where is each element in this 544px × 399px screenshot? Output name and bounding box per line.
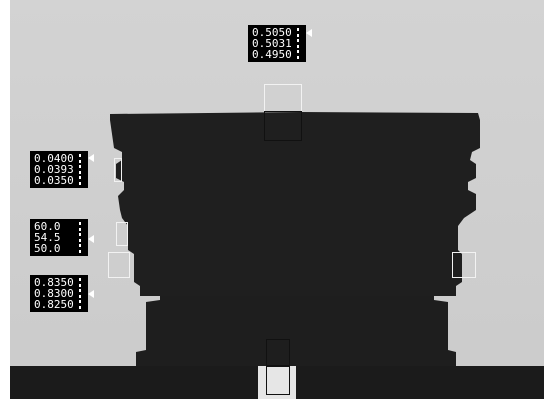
- gauge-lower-limit: 50.0: [34, 242, 61, 255]
- base-flange: [136, 292, 456, 366]
- roi-right-diameter[interactable]: [452, 252, 476, 278]
- gauge-upper-limit: 0.8350: [34, 276, 74, 289]
- roi-angle[interactable]: [116, 222, 128, 246]
- gauge-pointer-icon: [88, 235, 94, 244]
- gauge-current-value: 0.0393: [34, 163, 74, 176]
- gauge-upper-limit: 60.0: [34, 220, 61, 233]
- gauge-lower-limit: 0.4950: [252, 48, 292, 61]
- scale-tick: [78, 221, 84, 232]
- gauge-groove-width[interactable]: 0.0400 0.0393 0.0350: [30, 151, 94, 188]
- gauge-current-value: 0.8300: [34, 287, 74, 300]
- scale-tick: [78, 232, 84, 243]
- scale-tick: [78, 288, 84, 299]
- scale-tick: [296, 49, 302, 60]
- gauge-pointer-icon: [306, 29, 312, 38]
- gauge-chamfer-angle[interactable]: 60.0 54.5 50.0: [30, 219, 94, 256]
- scale-tick: [78, 164, 84, 175]
- scale-tick: [78, 153, 84, 164]
- gauge-upper-limit: 0.5050: [252, 26, 292, 39]
- part-body: [110, 112, 480, 296]
- roi-top-upper[interactable]: [264, 84, 302, 112]
- roi-bottom-lower[interactable]: [266, 365, 290, 395]
- scale-tick: [78, 299, 84, 310]
- roi-groove[interactable]: [114, 158, 122, 182]
- roi-left-diameter[interactable]: [108, 252, 130, 278]
- gauge-current-value: 0.5031: [252, 37, 292, 50]
- gauge-current-value: 54.5: [34, 231, 61, 244]
- gauge-upper-limit: 0.0400: [34, 152, 74, 165]
- part-silhouette: [10, 112, 544, 399]
- gauge-base-diameter[interactable]: 0.8350 0.8300 0.8250: [30, 275, 94, 312]
- gauge-top-height[interactable]: 0.5050 0.5031 0.4950: [248, 25, 312, 62]
- scale-tick: [78, 175, 84, 186]
- roi-bottom-upper[interactable]: [266, 339, 290, 367]
- gauge-lower-limit: 0.0350: [34, 174, 74, 187]
- scale-tick: [78, 243, 84, 254]
- scale-tick: [78, 277, 84, 288]
- scale-tick: [296, 38, 302, 49]
- roi-top-lower[interactable]: [264, 111, 302, 141]
- scale-tick: [296, 27, 302, 38]
- gauge-lower-limit: 0.8250: [34, 298, 74, 311]
- inspection-viewport[interactable]: 0.5050 0.5031 0.4950 0.0400 0.0393 0.035…: [10, 0, 544, 399]
- gauge-pointer-icon: [88, 153, 94, 162]
- gauge-pointer-icon: [88, 289, 94, 298]
